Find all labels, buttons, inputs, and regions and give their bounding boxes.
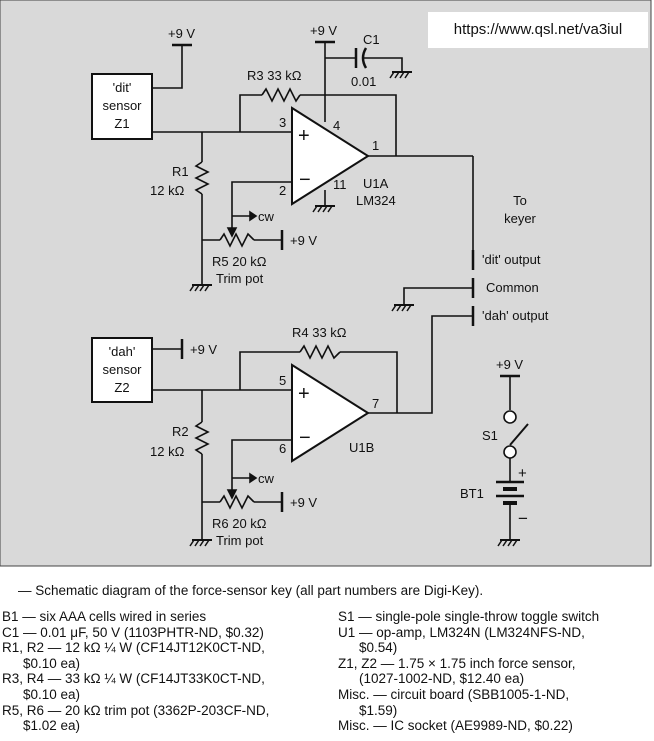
- pin-1-label: 1: [372, 138, 379, 153]
- sensor-z1-line1: 'dit': [113, 80, 132, 95]
- trim-pot-r6: [219, 494, 255, 510]
- resistor-r1: [194, 161, 210, 195]
- bt1-minus: −: [518, 509, 528, 528]
- bt1-plus: +: [518, 465, 527, 482]
- parts-list-line: Misc. — IC socket (AE9989-ND, $0.22): [338, 718, 573, 734]
- parts-list-line: $1.02 ea): [23, 718, 81, 734]
- parts-list-line: S1 — single-pole single-throw toggle swi…: [338, 609, 600, 624]
- parts-list-line: $0.54): [359, 640, 398, 656]
- r2-label: R2: [172, 424, 189, 439]
- u1a-label: U1A: [363, 176, 389, 191]
- r3-label: R3 33 kΩ: [247, 68, 302, 83]
- u1a-model: LM324: [356, 193, 396, 208]
- parts-list-line: Misc. — circuit board (SBB1005-1-ND,: [338, 686, 570, 702]
- pin-6-label: 6: [279, 441, 286, 456]
- sensor-z2-box: [91, 337, 153, 403]
- parts-list-right: S1 — single-pole single-throw toggle swi…: [338, 609, 599, 734]
- parts-list-line: C1 — 0.01 μF, 50 V (1103PHTR-ND, $0.32): [2, 624, 264, 640]
- parts-list-line: $0.10 ea): [23, 686, 81, 702]
- sensor-z2-line2: sensor: [102, 362, 142, 377]
- parts-list-line: R1, R2 — 12 kΩ ¼ W (CF14JT12K0CT-ND,: [2, 640, 265, 656]
- capacitor-c1-plate-b: [361, 47, 368, 69]
- c1-value: 0.01: [351, 74, 376, 89]
- r4-label: R4 33 kΩ: [292, 325, 347, 340]
- r6-label: R6 20 kΩ: [212, 516, 267, 531]
- u1b-minus: −: [299, 427, 311, 449]
- u1b-plus: +: [298, 383, 310, 405]
- parts-list-line: R3, R4 — 33 kΩ ¼ W (CF14JT33K0CT-ND,: [2, 671, 265, 687]
- wire-z1-supply: [152, 45, 183, 89]
- supply-label-battery: +9 V: [496, 357, 523, 372]
- schematic-diagram: +9 V +9 V C1 0.01 R3 33 kΩ 'dit' sensor …: [0, 0, 652, 567]
- u1a-minus: −: [299, 169, 311, 191]
- u1a-plus: +: [298, 125, 310, 147]
- parts-list-line: $0.10 ea): [23, 655, 81, 671]
- sensor-z1-box: [91, 73, 153, 140]
- supply-label-r6: +9 V: [290, 495, 317, 510]
- opamp-u1b: [291, 363, 370, 463]
- to-keyer-line1: To: [513, 193, 527, 208]
- resistor-r3: [261, 87, 301, 103]
- parts-list-line: U1 — op-amp, LM324N (LM324NFS-ND,: [338, 624, 585, 640]
- c1-label: C1: [363, 32, 380, 47]
- pin-2-label: 2: [279, 183, 286, 198]
- figure-caption: — Schematic diagram of the force-sensor …: [18, 583, 484, 598]
- parts-list-line: B1 — six AAA cells wired in series: [2, 609, 207, 624]
- u1b-label: U1B: [349, 440, 374, 455]
- sensor-z1-line2: sensor: [102, 98, 142, 113]
- pin-4-label: 4: [333, 118, 340, 133]
- output-dit-label: 'dit' output: [482, 252, 541, 267]
- sensor-z2-line3: Z2: [114, 380, 129, 395]
- pin-3-label: 3: [279, 115, 286, 130]
- pin-5-label: 5: [279, 373, 286, 388]
- supply-label-r5: +9 V: [290, 233, 317, 248]
- supply-label-top: +9 V: [310, 23, 337, 38]
- trim-pot-r5: [219, 232, 255, 248]
- sensor-z2-line1: 'dah': [109, 344, 136, 359]
- cw-label-bottom: cw: [258, 471, 275, 486]
- bt1-label: BT1: [460, 486, 484, 501]
- r1-value: 12 kΩ: [150, 183, 185, 198]
- output-common-label: Common: [486, 280, 539, 295]
- opamp-u1a: [291, 106, 370, 206]
- r6-sub: Trim pot: [216, 533, 264, 548]
- source-url: https://www.qsl.net/va3iul: [428, 12, 648, 48]
- cw-label-top: cw: [258, 209, 275, 224]
- parts-list-line: R5, R6 — 20 kΩ trim pot (3362P-203CF-ND,: [2, 702, 270, 718]
- resistor-r4: [299, 344, 341, 360]
- to-keyer-line2: keyer: [504, 211, 536, 226]
- parts-list-line: (1027-1002-ND, $12.40 ea): [359, 671, 525, 687]
- pin-7-label: 7: [372, 396, 379, 411]
- parts-list-line: Z1, Z2 — 1.75 × 1.75 inch force sensor,: [338, 655, 576, 671]
- supply-label-z2: +9 V: [190, 342, 217, 357]
- parts-list-line: $1.59): [359, 702, 398, 718]
- r5-label: R5 20 kΩ: [212, 254, 267, 269]
- s1-label: S1: [482, 428, 498, 443]
- r1-label: R1: [172, 164, 189, 179]
- resistor-r2: [194, 421, 210, 455]
- supply-label-top-left: +9 V: [168, 26, 195, 41]
- r2-value: 12 kΩ: [150, 444, 185, 459]
- r5-sub: Trim pot: [216, 271, 264, 286]
- output-dah-label: 'dah' output: [482, 308, 549, 323]
- pin-11-label: 11: [333, 177, 347, 192]
- sensor-z1-line3: Z1: [114, 116, 129, 131]
- switch-s1-lever: [509, 423, 529, 446]
